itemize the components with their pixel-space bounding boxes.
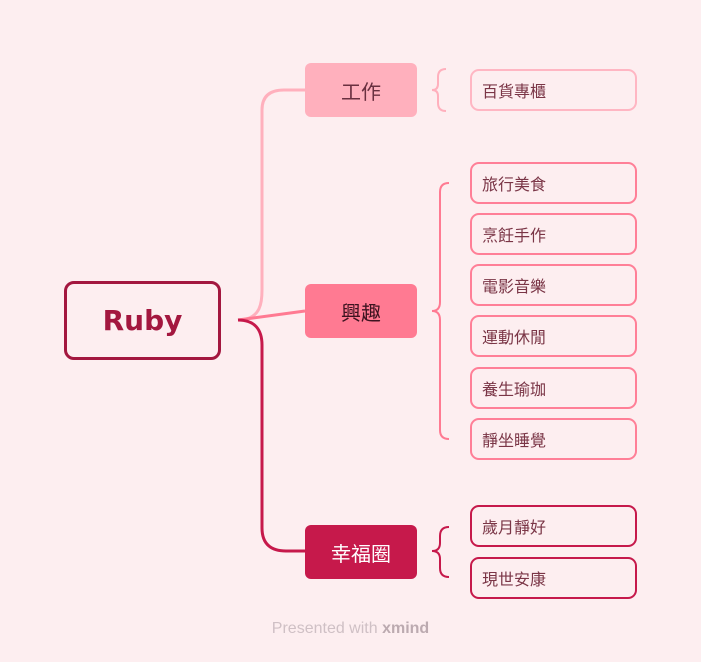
xmind-logo: xmind: [382, 620, 430, 637]
leaf-topic[interactable]: 百貨專櫃: [470, 69, 637, 111]
branch-happiness[interactable]: 幸福圈: [305, 525, 417, 579]
leaf-topic[interactable]: 烹飪手作: [470, 213, 637, 255]
connector-root-hobby: [237, 309, 306, 322]
leaf-topic[interactable]: 養生瑜珈: [470, 367, 637, 409]
footer-credit: Presented with xmind: [0, 620, 701, 638]
leaf-topic[interactable]: 運動休閒: [470, 315, 637, 357]
leaf-topic[interactable]: 歲月靜好: [470, 505, 637, 547]
footer-prefix: Presented with: [271, 620, 383, 637]
brace-work: [431, 68, 447, 112]
leaf-topic[interactable]: 旅行美食: [470, 162, 637, 204]
connector-root-happiness: [237, 318, 305, 553]
brace-hobby: [431, 182, 450, 440]
brace-happiness: [431, 526, 450, 578]
branch-hobby[interactable]: 興趣: [305, 284, 417, 338]
leaf-topic[interactable]: 靜坐睡覺: [470, 418, 637, 460]
leaf-topic[interactable]: 現世安康: [470, 557, 637, 599]
branch-work[interactable]: 工作: [305, 63, 417, 117]
root-topic[interactable]: Ruby: [64, 281, 221, 360]
connector-root-work: [237, 88, 305, 322]
leaf-topic[interactable]: 電影音樂: [470, 264, 637, 306]
